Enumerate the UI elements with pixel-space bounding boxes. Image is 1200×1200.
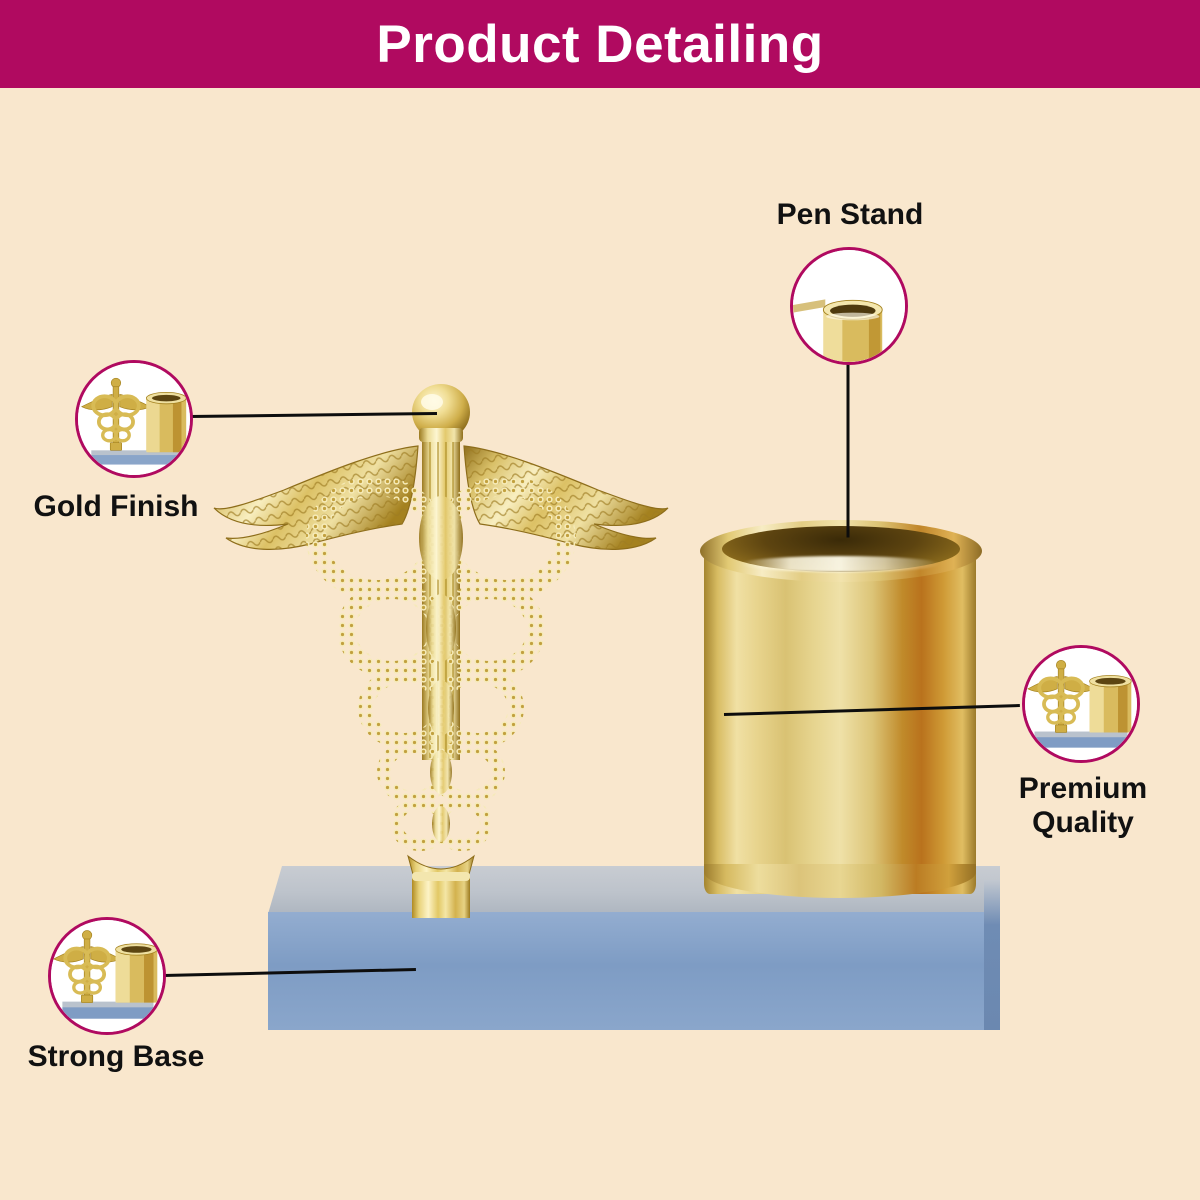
caduceus-icon bbox=[212, 378, 670, 920]
pen-stand-rim-highlight bbox=[740, 556, 940, 572]
leader-line-pen-stand bbox=[846, 363, 850, 538]
pen-stand-cup bbox=[700, 512, 982, 900]
callout-label-pen-stand: Pen Stand bbox=[776, 198, 924, 231]
page-title: Product Detailing bbox=[376, 14, 824, 74]
callout-label-premium-quality: Premium Quality bbox=[1018, 772, 1148, 839]
callout-circle-strong-base[interactable] bbox=[48, 917, 166, 1035]
callout-circle-gold-finish[interactable] bbox=[75, 360, 193, 478]
product-thumbnail-icon bbox=[78, 363, 190, 475]
callout-label-strong-base: Strong Base bbox=[27, 1040, 205, 1073]
product-thumbnail-icon bbox=[1025, 648, 1137, 760]
pen-stand-body bbox=[704, 544, 976, 894]
product-base-right-face bbox=[984, 880, 1000, 1030]
callout-circle-premium-quality[interactable] bbox=[1022, 645, 1140, 763]
callout-label-gold-finish: Gold Finish bbox=[33, 490, 199, 523]
product-thumbnail-icon bbox=[51, 920, 163, 1032]
pen-cup-icon bbox=[793, 250, 905, 362]
header-banner: Product Detailing bbox=[0, 0, 1200, 88]
callout-circle-pen-stand[interactable] bbox=[790, 247, 908, 365]
